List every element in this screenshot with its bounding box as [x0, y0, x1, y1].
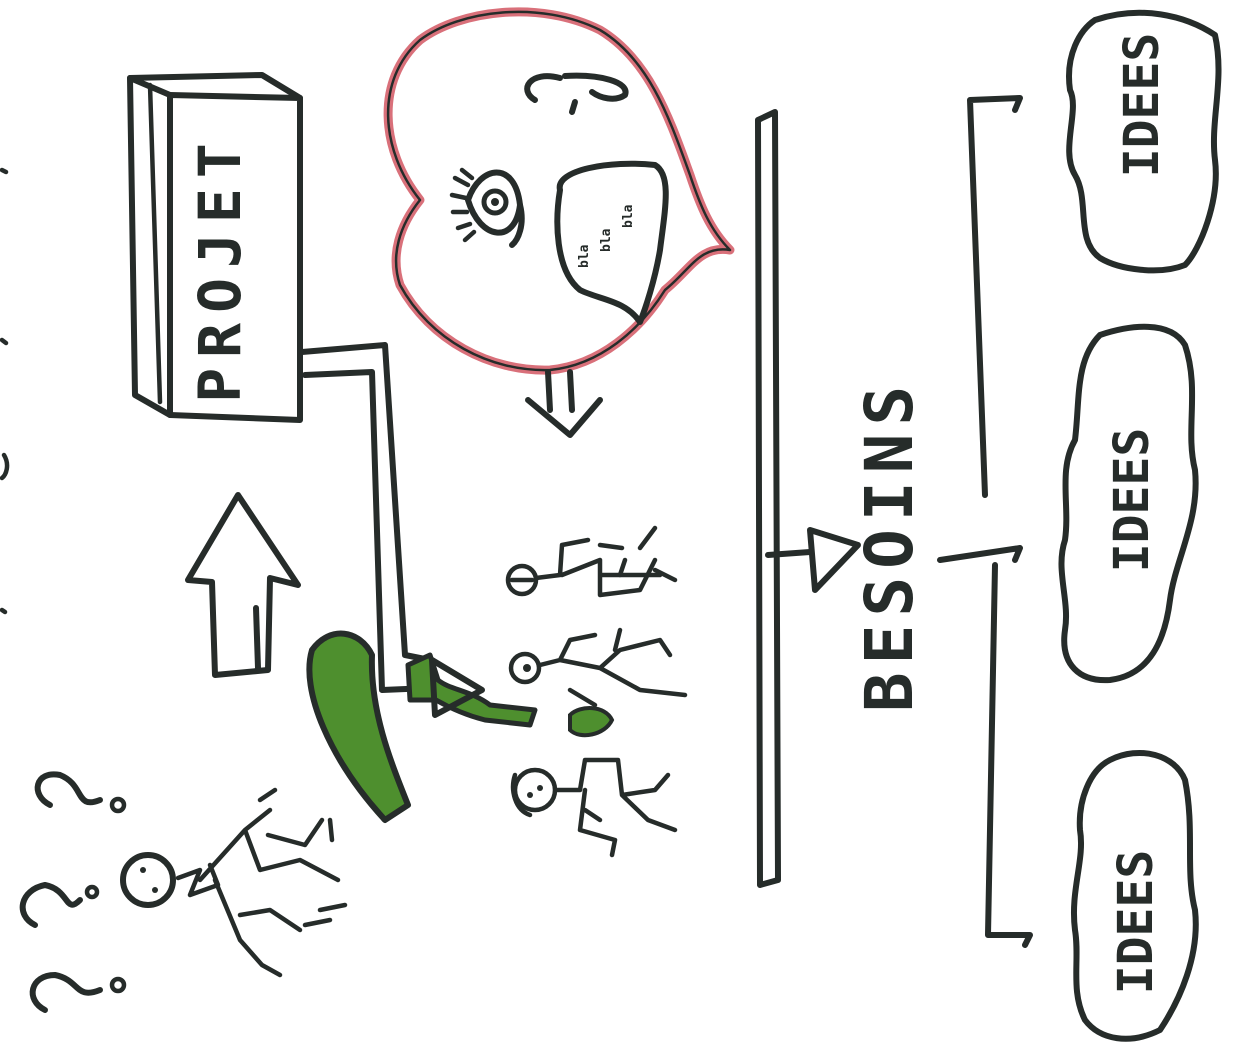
- up-arrow-icon: [185, 492, 301, 678]
- person-icon-1: [505, 525, 678, 598]
- green-curved-arrow-icon: [306, 630, 538, 823]
- idea-label-1: IDEES: [1114, 33, 1170, 178]
- speech-line-1: bla: [621, 204, 636, 228]
- needs-label: BESOINS: [851, 378, 928, 712]
- heart-bubble-icon: [383, 7, 735, 375]
- question-mark-icon-3: [29, 972, 127, 1013]
- idea-cloud-icon-2: [1058, 323, 1199, 684]
- question-mark-icon-1: [34, 771, 127, 814]
- person-icon-3: [510, 757, 678, 858]
- down-arrow-icon: [525, 369, 603, 438]
- confused-person-icon: [120, 787, 348, 978]
- speech-line-3: bla: [577, 244, 592, 268]
- idea-cloud-icon-1: [1066, 9, 1222, 274]
- idea-label-2: IDEES: [1104, 428, 1160, 573]
- project-label: PROJET: [186, 133, 254, 403]
- ear-icon: [524, 72, 629, 115]
- idea-cloud-icon-3: [1071, 749, 1199, 1042]
- idea-label-3: IDEES: [1108, 850, 1164, 995]
- edge-marks: [0, 167, 10, 615]
- question-mark-icon-2: [19, 882, 100, 928]
- eye-icon: [449, 167, 525, 248]
- ideas-bracket: [937, 95, 1033, 948]
- connector-pipe: [299, 342, 433, 693]
- person-icon-2: [508, 627, 688, 738]
- project-box-icon: [127, 72, 303, 423]
- speech-line-2: bla: [599, 228, 614, 252]
- speech-bubble-icon: [554, 160, 669, 325]
- needs-bar: [755, 109, 861, 888]
